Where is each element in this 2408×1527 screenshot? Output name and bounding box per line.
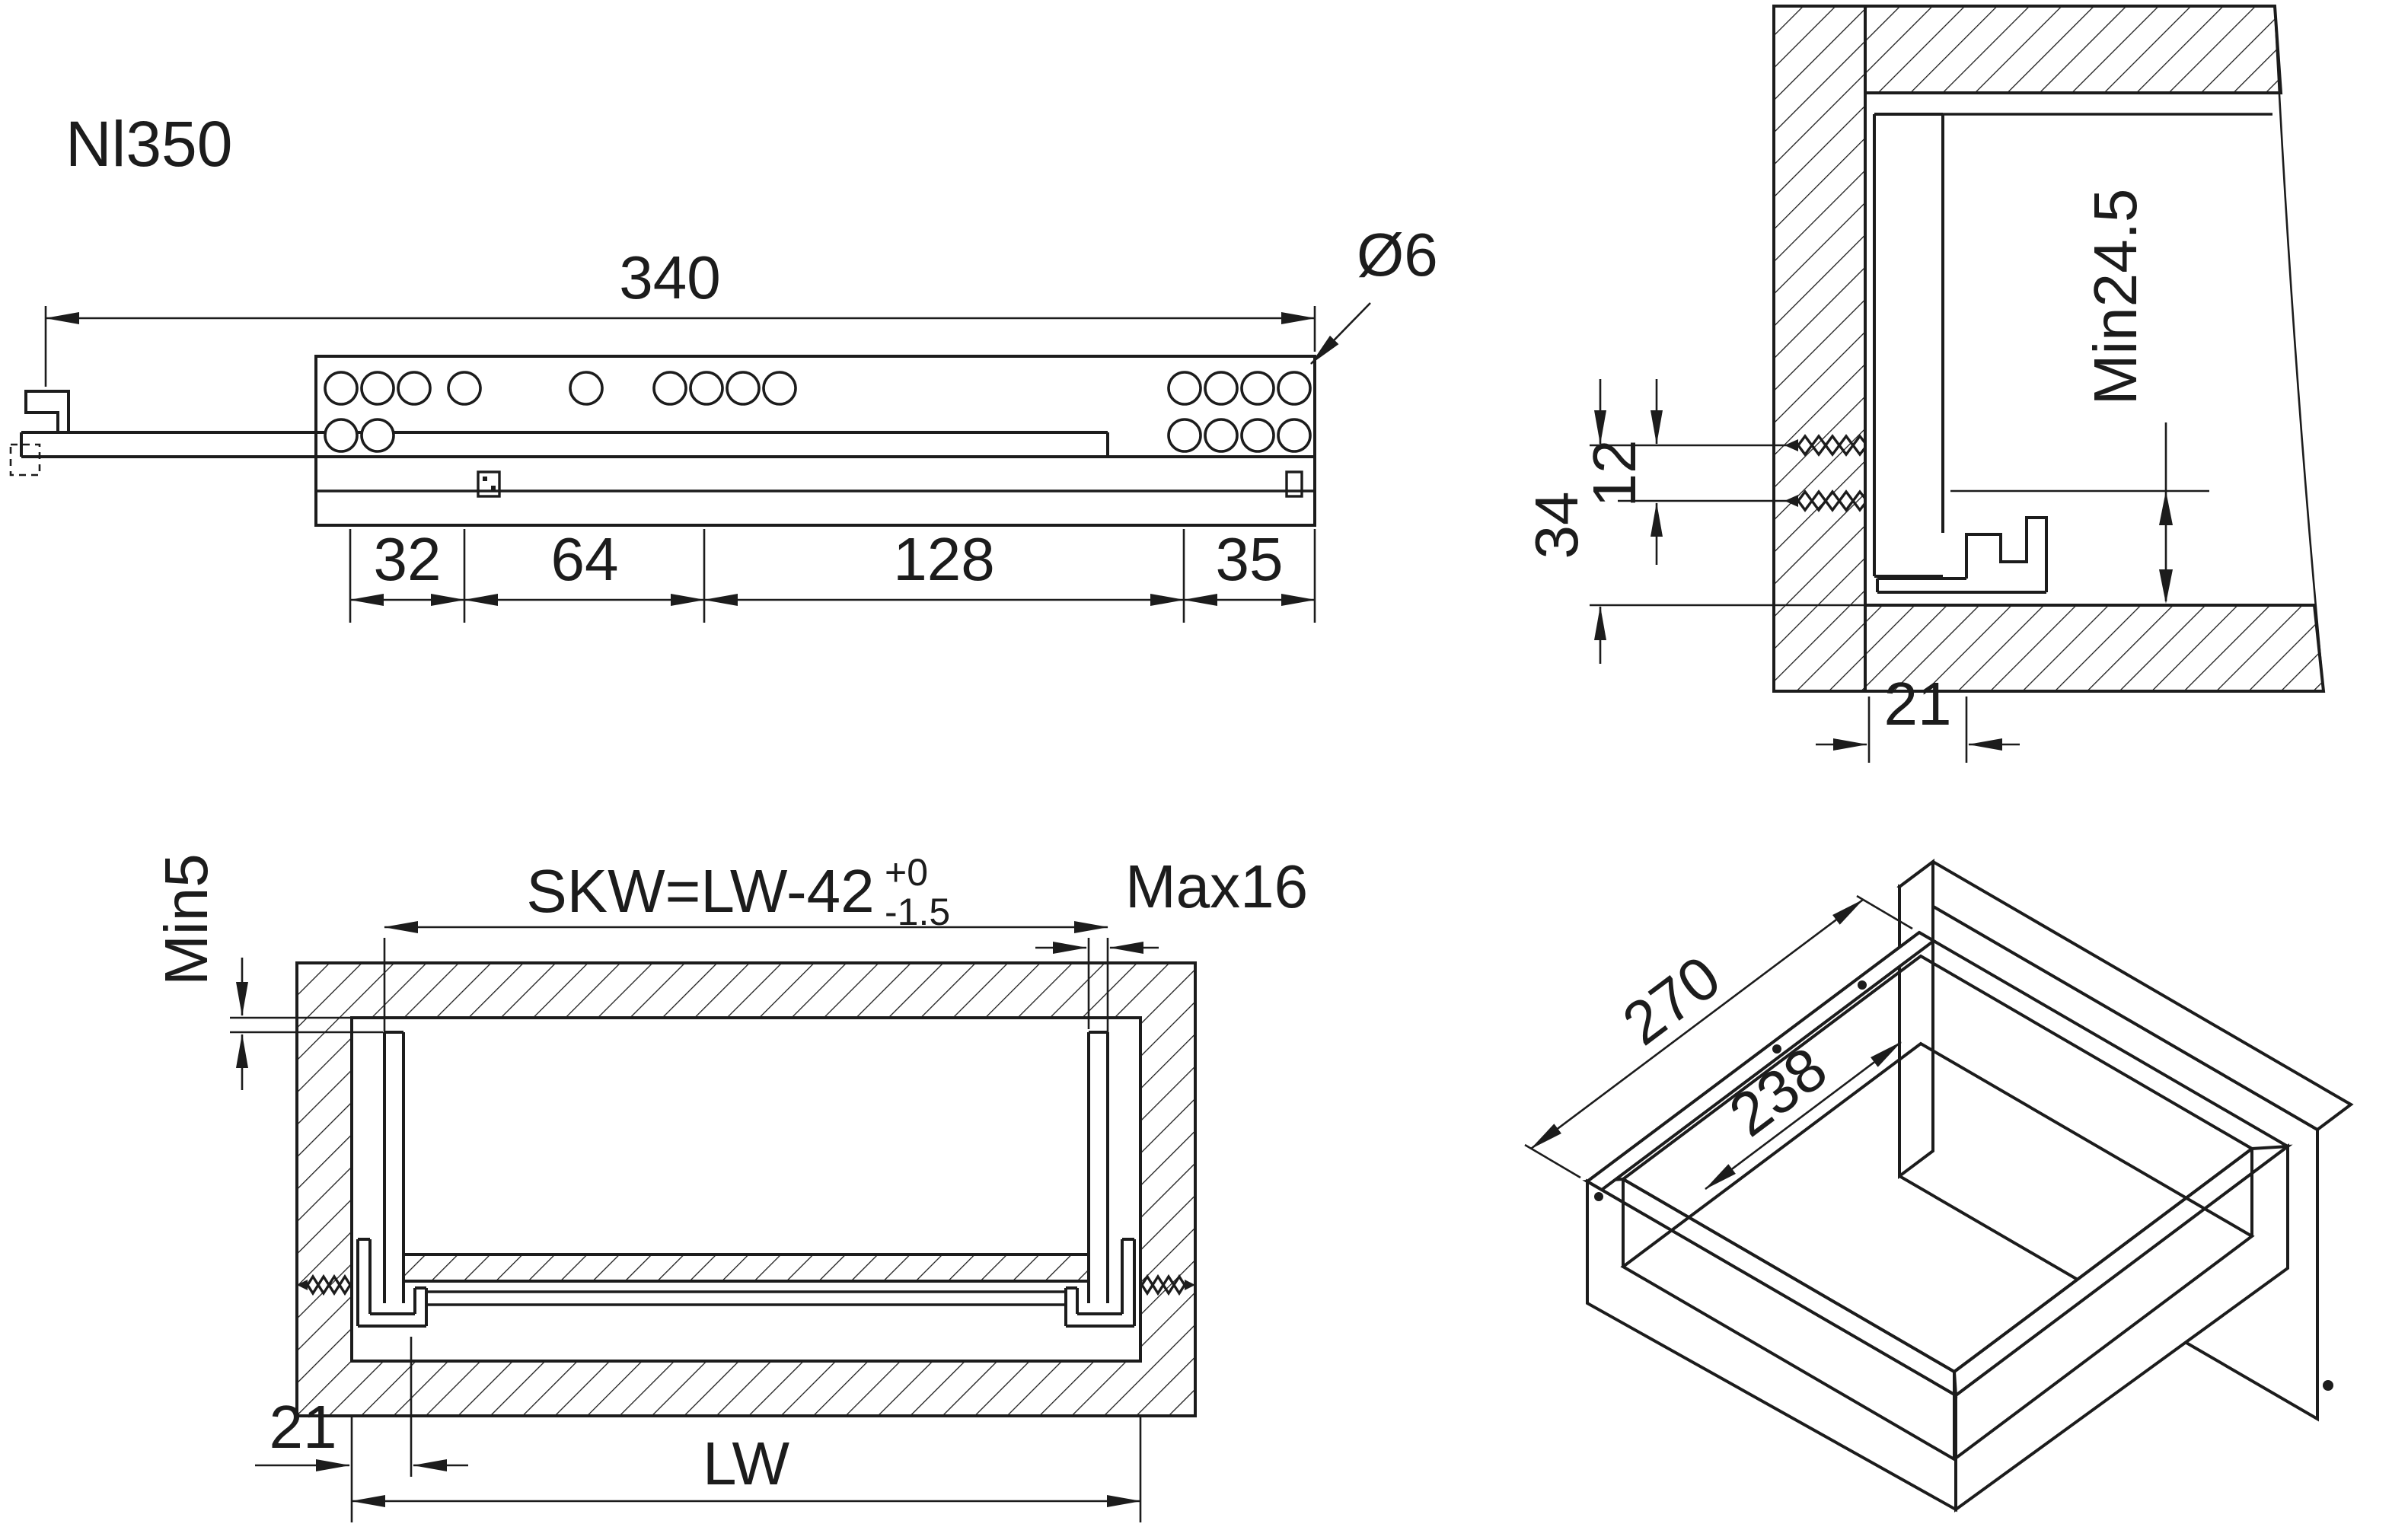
mount-section-view: 34 12 Min24.5 21 [1523, 5, 2326, 763]
dim-overall-length: 340 [44, 244, 1316, 387]
dim-max16-label: Max16 [1125, 853, 1308, 920]
dim-min5-label: Min5 [152, 853, 220, 985]
dim-hole-diameter-label: Ø6 [1357, 221, 1438, 289]
inner-member [9, 390, 1109, 477]
dim-screw-spacing: 12 [1580, 379, 1797, 565]
rail-body [314, 355, 1316, 527]
dim-skw-tol-upper: +0 [885, 851, 928, 894]
slide-bars [426, 1290, 1066, 1306]
dim-34-label: 34 [1523, 492, 1590, 559]
break-line [2273, 5, 2325, 692]
dim-side-setback-front: 21 [255, 1337, 468, 1522]
dim-hole-diameter: Ø6 [1310, 221, 1438, 365]
dim-lw-label: LW [703, 1430, 790, 1497]
iso-view: 270 238 [1524, 859, 2354, 1513]
dim-hole-pitch-iso: 238 [1705, 1034, 1902, 1191]
dim-overall-length-label: 340 [619, 244, 720, 311]
slide-profile-right [1064, 1238, 1136, 1328]
dim-min-clearance: Min24.5 [1950, 189, 2209, 604]
dim-top-clearance: Min5 [152, 853, 383, 1090]
dim-pitch-64-label: 64 [551, 525, 619, 593]
dim-skw-tol-lower: -1.5 [885, 891, 950, 933]
side-screw-left [297, 1274, 352, 1296]
dim-pitch-32-label: 32 [374, 525, 442, 593]
dim-side-setback: 21 [1816, 670, 2020, 763]
latch-mark [9, 443, 41, 477]
front-hook [24, 390, 70, 432]
slide-profile-left [356, 1238, 428, 1328]
end-stop-mark [1285, 470, 1303, 498]
model-label: Nl350 [65, 108, 232, 180]
dim-pitch-128-label: 128 [893, 525, 994, 593]
side-view: Nl350 [9, 108, 1438, 623]
dim-slide-length: 270 [1524, 894, 1913, 1179]
slide-profile-section [1876, 516, 2048, 594]
dim-bottom-offset: 34 [1523, 379, 1867, 664]
dim-skw-label: SKW=LW-42 [526, 857, 874, 925]
dim-min245-label: Min24.5 [2081, 189, 2149, 406]
drawer-panel-section [1873, 113, 2272, 578]
cabinet-top-section [1864, 5, 2283, 94]
dim-238-label: 238 [1717, 1034, 1839, 1149]
dim-pitch-35-label: 35 [1216, 525, 1284, 593]
dim-cut-width: SKW=LW-42 +0 -1.5 [383, 851, 1109, 1032]
dim-21-label: 21 [1884, 670, 1952, 738]
drawer-bottom-section [402, 1253, 1090, 1283]
rail-holes [324, 371, 1312, 453]
dim-12-label: 12 [1580, 440, 1648, 508]
cabinet-frame-section [297, 963, 1195, 1416]
hole-diameter-leader [1310, 302, 1371, 365]
dim-panel-thickness: Max16 [1035, 853, 1308, 1029]
side-screw-right [1140, 1274, 1195, 1296]
dim-inner-width: LW [351, 1417, 1142, 1522]
ball-retainer-mark [477, 470, 501, 498]
front-section-view: Min5 SKW=LW-42 +0 -1.5 Max16 21 [152, 851, 1308, 1522]
dim-270-label: 270 [1610, 942, 1732, 1057]
dim-hole-pitches: 32 64 128 35 [349, 525, 1316, 623]
dim-21-front-label: 21 [270, 1393, 337, 1461]
cabinet-side-wall-section [1772, 5, 1867, 693]
